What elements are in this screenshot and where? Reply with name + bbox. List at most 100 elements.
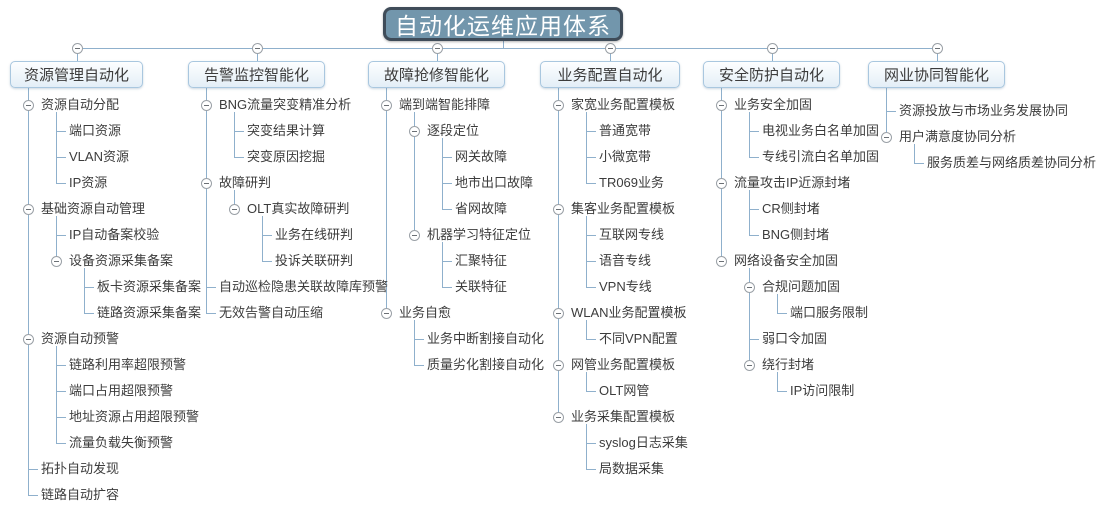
- collapse-icon[interactable]: [744, 360, 755, 371]
- tree-node[interactable]: 合规问题加固: [762, 279, 841, 294]
- tree-node[interactable]: 故障研判: [219, 175, 272, 190]
- collapse-icon[interactable]: [553, 308, 564, 319]
- collapse-icon[interactable]: [716, 256, 727, 267]
- tree-node[interactable]: 服务质差与网络质差协同分析: [927, 155, 1097, 170]
- tree-node[interactable]: 端口资源: [69, 123, 122, 138]
- collapse-icon[interactable]: [553, 204, 564, 215]
- tree-node[interactable]: 用户满意度协同分析: [899, 129, 1017, 144]
- branch-node[interactable]: 业务配置自动化: [540, 61, 680, 88]
- collapse-icon[interactable]: [72, 43, 83, 54]
- tree-node[interactable]: 突变结果计算: [247, 123, 326, 138]
- tree-node[interactable]: syslog日志采集: [599, 435, 688, 450]
- tree-node[interactable]: 链路利用率超限预警: [69, 357, 187, 372]
- branch-node[interactable]: 资源管理自动化: [10, 61, 143, 88]
- branch-node[interactable]: 故障抢修智能化: [368, 61, 505, 88]
- tree-node[interactable]: 家宽业务配置模板: [571, 97, 676, 112]
- tree-node[interactable]: IP访问限制: [790, 383, 855, 398]
- collapse-icon[interactable]: [201, 178, 212, 189]
- tree-node[interactable]: 集客业务配置模板: [571, 201, 676, 216]
- tree-node[interactable]: 资源投放与市场业务发展协同: [899, 103, 1069, 118]
- tree-node[interactable]: 不同VPN配置: [599, 331, 678, 346]
- tree-node[interactable]: VLAN资源: [69, 149, 129, 164]
- tree-node[interactable]: 端到端智能排障: [399, 97, 491, 112]
- tree-node[interactable]: 地址资源占用超限预警: [69, 409, 200, 424]
- tree-node[interactable]: 拓扑自动发现: [41, 461, 120, 476]
- tree-node[interactable]: BNG侧封堵: [762, 227, 830, 242]
- tree-node[interactable]: 语音专线: [599, 253, 652, 268]
- tree-node[interactable]: 突变原因挖掘: [247, 149, 326, 164]
- collapse-icon[interactable]: [23, 204, 34, 215]
- collapse-icon[interactable]: [932, 43, 943, 54]
- tree-node[interactable]: 业务自愈: [399, 305, 452, 320]
- tree-node[interactable]: 链路自动扩容: [41, 487, 120, 502]
- tree-node[interactable]: BNG流量突变精准分析: [219, 97, 352, 112]
- tree-node[interactable]: 流量负载失衡预警: [69, 435, 174, 450]
- tree-node[interactable]: 业务安全加固: [734, 97, 813, 112]
- tree-node[interactable]: 网关故障: [455, 149, 508, 164]
- tree-node[interactable]: OLT真实故障研判: [247, 201, 350, 216]
- tree-node[interactable]: 关联特征: [455, 279, 508, 294]
- collapse-icon[interactable]: [51, 256, 62, 267]
- collapse-icon[interactable]: [744, 282, 755, 293]
- tree-node[interactable]: 电视业务白名单加固: [762, 123, 880, 138]
- collapse-icon[interactable]: [381, 308, 392, 319]
- tree-node[interactable]: 链路资源采集备案: [97, 305, 202, 320]
- branch-node[interactable]: 安全防护自动化: [703, 61, 840, 88]
- collapse-icon[interactable]: [767, 43, 778, 54]
- tree-node[interactable]: 绕行封堵: [762, 357, 815, 372]
- tree-node[interactable]: 资源自动预警: [41, 331, 120, 346]
- collapse-icon[interactable]: [553, 360, 564, 371]
- tree-node[interactable]: TR069业务: [599, 175, 665, 190]
- tree-node[interactable]: 网络设备安全加固: [734, 253, 839, 268]
- tree-node[interactable]: 机器学习特征定位: [427, 227, 532, 242]
- root-node[interactable]: 自动化运维应用体系: [383, 7, 623, 41]
- tree-node[interactable]: 业务在线研判: [275, 227, 354, 242]
- collapse-icon[interactable]: [252, 43, 263, 54]
- tree-node[interactable]: 网管业务配置模板: [571, 357, 676, 372]
- tree-node[interactable]: 业务中断割接自动化: [427, 331, 545, 346]
- collapse-icon[interactable]: [409, 230, 420, 241]
- tree-node[interactable]: 弱口令加固: [762, 331, 828, 346]
- tree-node[interactable]: OLT网管: [599, 383, 650, 398]
- tree-node[interactable]: 投诉关联研判: [275, 253, 354, 268]
- collapse-icon[interactable]: [605, 43, 616, 54]
- tree-node[interactable]: 端口服务限制: [790, 305, 869, 320]
- collapse-icon[interactable]: [432, 43, 443, 54]
- tree-node[interactable]: 地市出口故障: [455, 175, 534, 190]
- collapse-icon[interactable]: [381, 100, 392, 111]
- collapse-icon[interactable]: [881, 132, 892, 143]
- tree-node[interactable]: 资源自动分配: [41, 97, 120, 112]
- tree-node[interactable]: 互联网专线: [599, 227, 665, 242]
- collapse-icon[interactable]: [716, 100, 727, 111]
- tree-node[interactable]: 无效告警自动压缩: [219, 305, 324, 320]
- tree-node[interactable]: 流量攻击IP近源封堵: [734, 175, 851, 190]
- tree-node[interactable]: 业务采集配置模板: [571, 409, 676, 424]
- collapse-icon[interactable]: [716, 178, 727, 189]
- branch-node[interactable]: 告警监控智能化: [188, 61, 325, 88]
- tree-node[interactable]: 省网故障: [455, 201, 508, 216]
- tree-node[interactable]: CR侧封堵: [762, 201, 820, 216]
- collapse-icon[interactable]: [553, 100, 564, 111]
- tree-node[interactable]: 局数据采集: [599, 461, 665, 476]
- tree-node[interactable]: 逐段定位: [427, 123, 480, 138]
- collapse-icon[interactable]: [553, 412, 564, 423]
- tree-node[interactable]: VPN专线: [599, 279, 652, 294]
- tree-node[interactable]: 设备资源采集备案: [69, 253, 174, 268]
- collapse-icon[interactable]: [23, 334, 34, 345]
- tree-node[interactable]: IP资源: [69, 175, 108, 190]
- tree-node[interactable]: 小微宽带: [599, 149, 652, 164]
- tree-node[interactable]: 普通宽带: [599, 123, 652, 138]
- tree-node[interactable]: IP自动备案校验: [69, 227, 160, 242]
- tree-node[interactable]: 汇聚特征: [455, 253, 508, 268]
- collapse-icon[interactable]: [23, 100, 34, 111]
- tree-node[interactable]: 质量劣化割接自动化: [427, 357, 545, 372]
- branch-node[interactable]: 网业协同智能化: [868, 61, 1005, 88]
- tree-node[interactable]: 基础资源自动管理: [41, 201, 146, 216]
- tree-node[interactable]: 板卡资源采集备案: [97, 279, 202, 294]
- tree-node[interactable]: 专线引流白名单加固: [762, 149, 880, 164]
- collapse-icon[interactable]: [409, 126, 420, 137]
- collapse-icon[interactable]: [229, 204, 240, 215]
- tree-node[interactable]: 端口占用超限预警: [69, 383, 174, 398]
- tree-node[interactable]: WLAN业务配置模板: [571, 305, 687, 320]
- collapse-icon[interactable]: [201, 100, 212, 111]
